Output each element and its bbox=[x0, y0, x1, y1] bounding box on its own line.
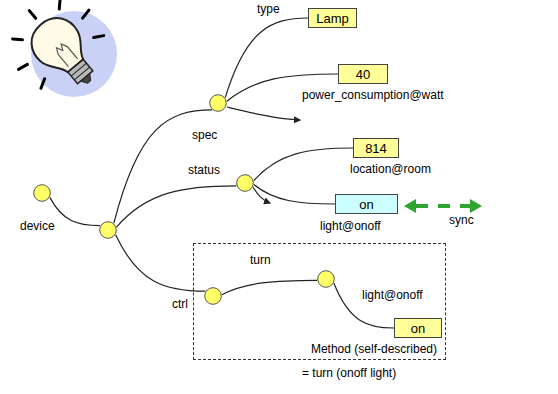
tree-node-circle bbox=[204, 287, 222, 305]
group-caption: Method (self-described) bbox=[311, 342, 437, 356]
tree-edge bbox=[254, 185, 335, 204]
value-box: Lamp bbox=[308, 8, 357, 28]
edge-label: light@onoff bbox=[318, 219, 383, 233]
lamp-illustration bbox=[0, 0, 124, 111]
edge-label: power_consumption@watt bbox=[300, 88, 446, 102]
circle-shape bbox=[204, 287, 222, 305]
tree-edge bbox=[116, 235, 206, 291]
open-branch bbox=[227, 107, 300, 120]
circle-shape bbox=[33, 184, 51, 202]
value-text: on bbox=[354, 197, 378, 212]
note-label: = turn (onoff light) bbox=[300, 366, 398, 380]
tree-edge bbox=[117, 186, 237, 227]
tree-edge bbox=[225, 18, 308, 98]
value-text: 814 bbox=[360, 141, 392, 156]
circle-shape bbox=[236, 174, 254, 192]
edge-label: type bbox=[255, 2, 282, 16]
value-text: on bbox=[406, 321, 430, 336]
value-box: on bbox=[394, 318, 442, 338]
circle-shape bbox=[99, 221, 117, 239]
circle-shape bbox=[317, 270, 335, 288]
edge-label: device bbox=[18, 219, 57, 233]
edge-label: spec bbox=[190, 128, 219, 142]
edge-label: location@room bbox=[348, 162, 433, 176]
tree-node-circle bbox=[317, 270, 335, 288]
note-label: sync bbox=[447, 213, 476, 227]
edge-label: turn bbox=[248, 253, 273, 267]
tree-edge bbox=[50, 197, 100, 225]
edge-label: status bbox=[186, 163, 222, 177]
tree-edge bbox=[222, 280, 317, 294]
value-text: Lamp bbox=[311, 11, 354, 26]
value-box: 40 bbox=[338, 64, 388, 84]
tree-node-circle bbox=[236, 174, 254, 192]
edge-label: ctrl bbox=[170, 297, 190, 311]
edge-label: light@onoff bbox=[360, 288, 425, 302]
tree-edge bbox=[254, 148, 353, 181]
tree-node-circle bbox=[99, 221, 117, 239]
value-box: on bbox=[335, 194, 398, 214]
circle-shape bbox=[209, 94, 227, 112]
tree-node-circle bbox=[209, 94, 227, 112]
tree-node-circle bbox=[33, 184, 51, 202]
value-text: 40 bbox=[351, 67, 375, 82]
value-box: 814 bbox=[353, 138, 399, 158]
sync-arrow bbox=[404, 199, 482, 213]
